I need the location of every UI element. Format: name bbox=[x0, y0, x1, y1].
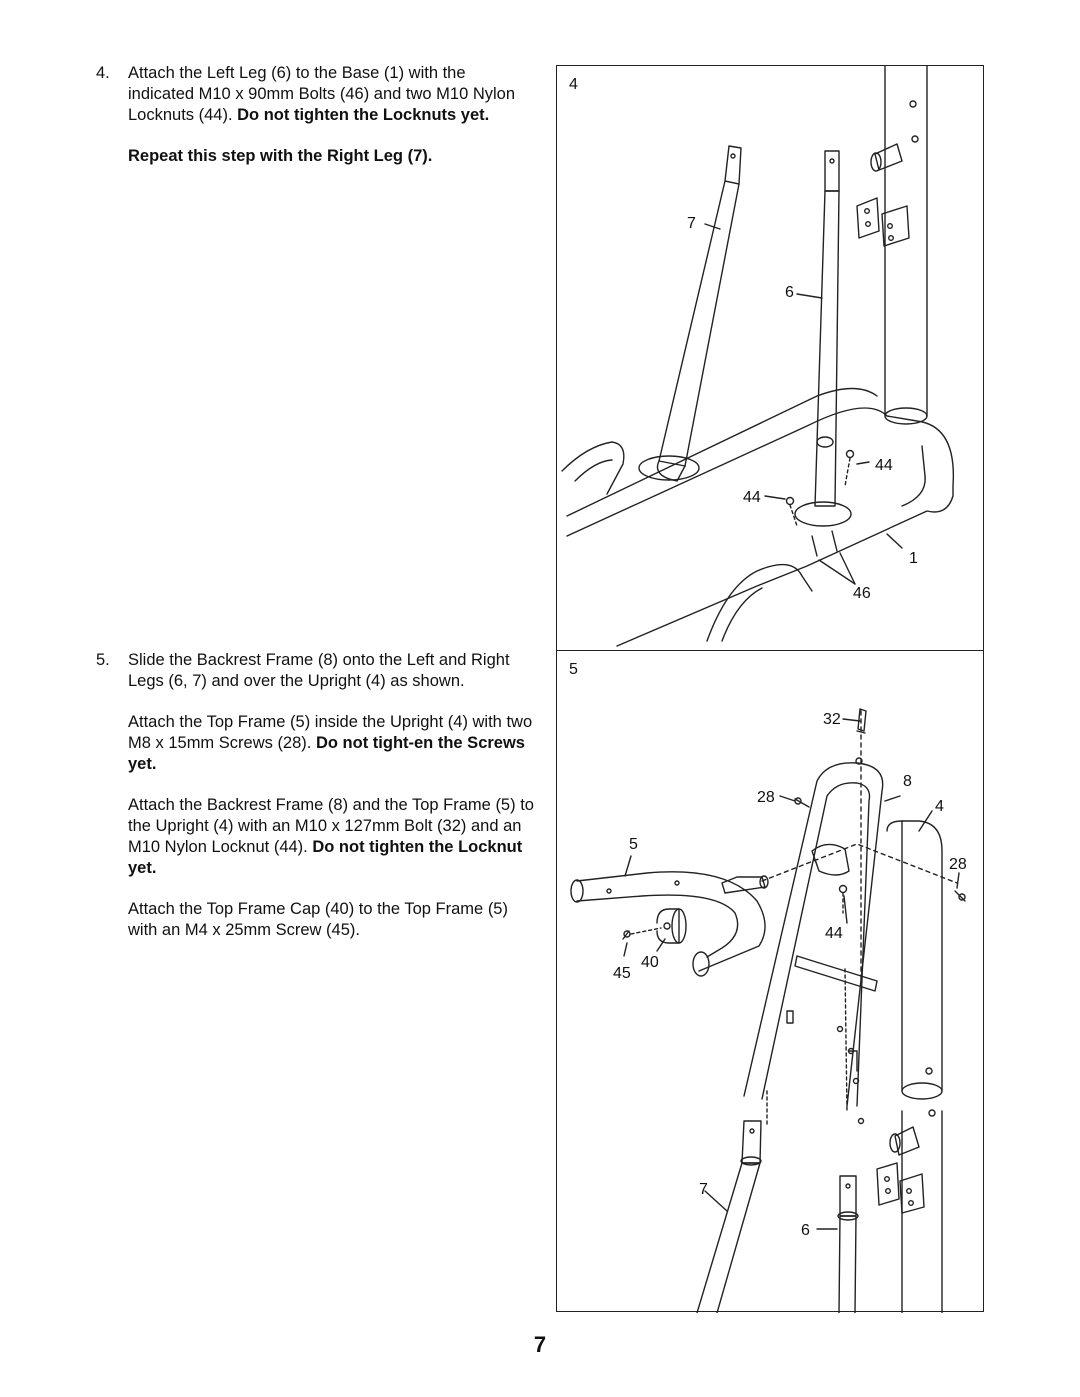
step-5-number: 5. bbox=[96, 651, 110, 669]
figure-4-drawing bbox=[561, 66, 955, 647]
page-number: 7 bbox=[533, 1332, 547, 1357]
figure-4: 4 7 6 44 44 1 46 bbox=[556, 65, 984, 651]
figure-5: 5 32 8 28 4 5 28 44 40 45 7 6 bbox=[556, 650, 984, 1313]
figure-5-number: 5 bbox=[569, 661, 578, 678]
step-5-body: Slide the Backrest Frame (8) onto the Le… bbox=[128, 650, 536, 941]
figure-5-drawing bbox=[570, 708, 966, 1313]
step-5-para-2-warning: Do not tight-en the Screws yet. bbox=[128, 734, 525, 773]
step-4-text: Attach the Left Leg (6) to the Base (1) … bbox=[128, 64, 516, 124]
step-4: 4. Attach the Left Leg (6) to the Base (… bbox=[96, 63, 536, 187]
step-5-para-3-text: Attach the Backrest Frame (8) and the To… bbox=[128, 796, 534, 856]
step-4-instruction: Attach the Left Leg (6) to the Base (1) … bbox=[128, 63, 536, 126]
step-5-para-2-text: Attach the Top Frame (5) inside the Upri… bbox=[128, 713, 533, 752]
step-5-para-4: Attach the Top Frame Cap (40) to the Top… bbox=[128, 900, 508, 939]
figure-4-number: 4 bbox=[569, 76, 578, 93]
step-5-para-3-warning: Do not tighten the Locknut yet. bbox=[128, 838, 523, 877]
step-5-para-2: Attach the Top Frame (5) inside the Upri… bbox=[128, 712, 536, 775]
step-4-warning: Do not tighten the Locknuts yet. bbox=[237, 106, 490, 124]
step-5-para-3: Attach the Backrest Frame (8) and the To… bbox=[128, 795, 536, 879]
step-5-para-1: Slide the Backrest Frame (8) onto the Le… bbox=[128, 651, 510, 690]
step-4-repeat: Repeat this step with the Right Leg (7). bbox=[128, 147, 433, 165]
step-4-number: 4. bbox=[96, 64, 110, 82]
step-4-body: Attach the Left Leg (6) to the Base (1) … bbox=[128, 63, 536, 167]
step-5: 5. Slide the Backrest Frame (8) onto the… bbox=[96, 650, 536, 961]
